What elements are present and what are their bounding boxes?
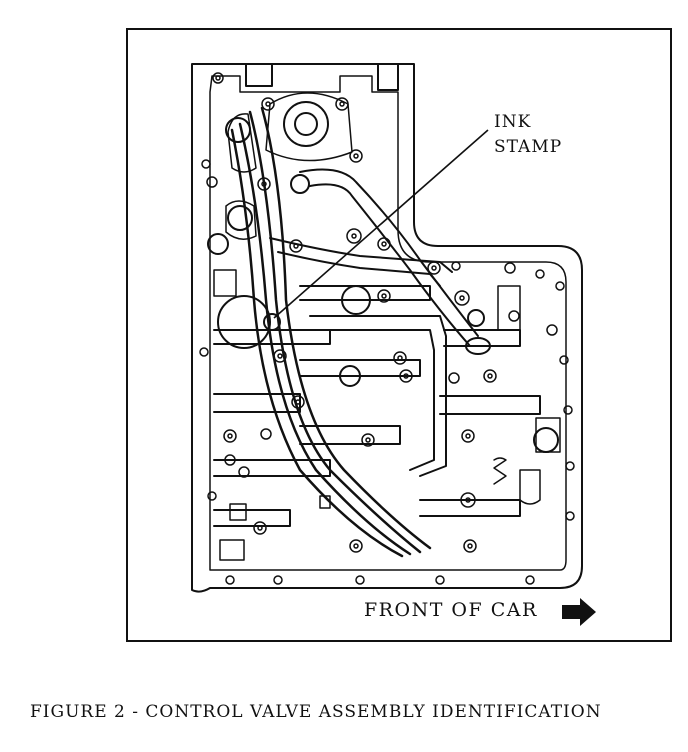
right-arrow-icon [562,598,596,626]
ink-stamp-label-line2: STAMP [494,137,563,157]
figure-caption: FIGURE 2 - CONTROL VALVE ASSEMBLY IDENTI… [30,702,602,722]
front-of-car-label: FRONT OF CAR [364,599,538,621]
valve-body-inner-outline [209,75,567,571]
valve-body-outline [191,63,583,593]
ink-stamp-label-line1: INK [494,112,532,132]
illustration-frame [126,28,672,642]
ink-stamp-leader-line [273,129,489,319]
